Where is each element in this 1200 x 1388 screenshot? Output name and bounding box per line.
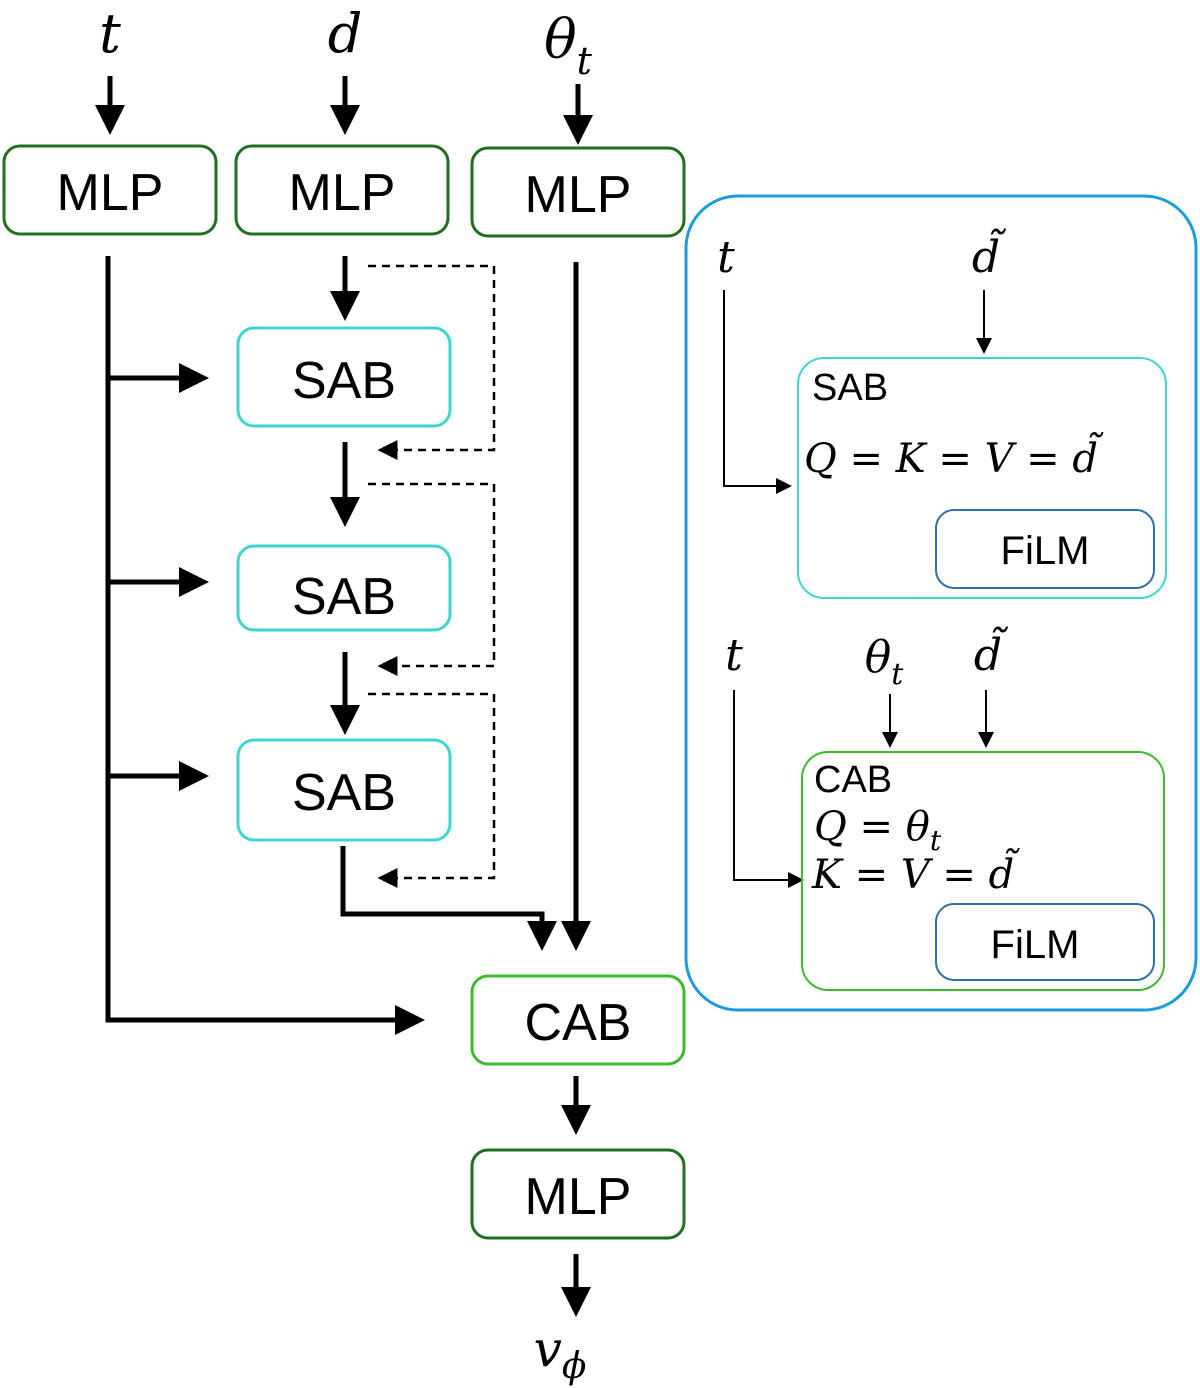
detail-sab-film-label: FiLM [1001,529,1090,573]
detail-cab-film-label: FiLM [991,923,1080,967]
detail-sab-input-t: t [717,232,735,283]
output-v-subscript: ϕ [562,1346,587,1387]
input-theta-symbol: θ [544,8,577,71]
residual-connection-1 [368,264,496,460]
mlp-d-label: MLP [289,164,396,222]
mlp-d-box [234,144,450,236]
detail-sab-film-box [935,509,1155,589]
detail-sab-input-d: d̃ [972,227,1006,283]
input-theta-subscript: t [577,39,593,83]
sab-1-label: SAB [292,352,396,410]
detail-cab-eq-kv: K = V = d̃ [811,848,1020,898]
output-v-label: vϕ [534,1320,587,1387]
detail-cab-title: CAB [814,759,892,801]
detail-cab-input-d: d̃ [974,625,1008,681]
detail-cab-film-box [935,903,1155,981]
detail-sab-box [797,357,1167,599]
detail-sab-equation: Q = K = V = d̃ [804,432,1104,482]
mlp-t-label: MLP [57,164,164,222]
detail-sab-arrow-t [723,290,792,494]
residual-connection-2 [368,482,496,676]
detail-cab-input-theta: θt [865,632,905,692]
mlp-t-box [2,144,218,236]
sab-2-box [236,544,452,632]
cab-box [470,974,686,1066]
input-t-label: t [99,2,121,65]
arrow-sab-3-to-cab [340,846,557,951]
detail-sab-title: SAB [812,367,888,409]
sab-3-box [236,738,452,842]
detail-panel [684,194,1198,1012]
input-d-label: d [328,2,363,65]
detail-cab-input-theta-symbol: θ [865,632,892,683]
detail-cab-eq-q-subscript: t [930,824,942,857]
detail-cab-eq-q-main: Q = θ [814,804,930,850]
cab-label: CAB [525,994,632,1052]
detail-cab-input-theta-subscript: t [891,657,904,692]
mlp-out-box [470,1148,686,1240]
mlp-theta-box [470,146,686,238]
detail-cab-box [801,751,1165,991]
detail-cab-arrow-t [733,690,804,888]
sab-2-label: SAB [292,568,396,626]
output-v-symbol: v [534,1320,562,1378]
mlp-theta-label: MLP [525,166,632,224]
detail-cab-input-t: t [725,630,743,681]
detail-cab-eq-q: Q = θt [814,804,942,857]
input-theta-label: θt [544,8,593,83]
mlp-out-label: MLP [525,1168,632,1226]
sab-3-label: SAB [292,764,396,822]
t-trunk-line [105,256,425,1035]
sab-1-box [236,326,452,428]
residual-connection-3 [368,692,496,888]
